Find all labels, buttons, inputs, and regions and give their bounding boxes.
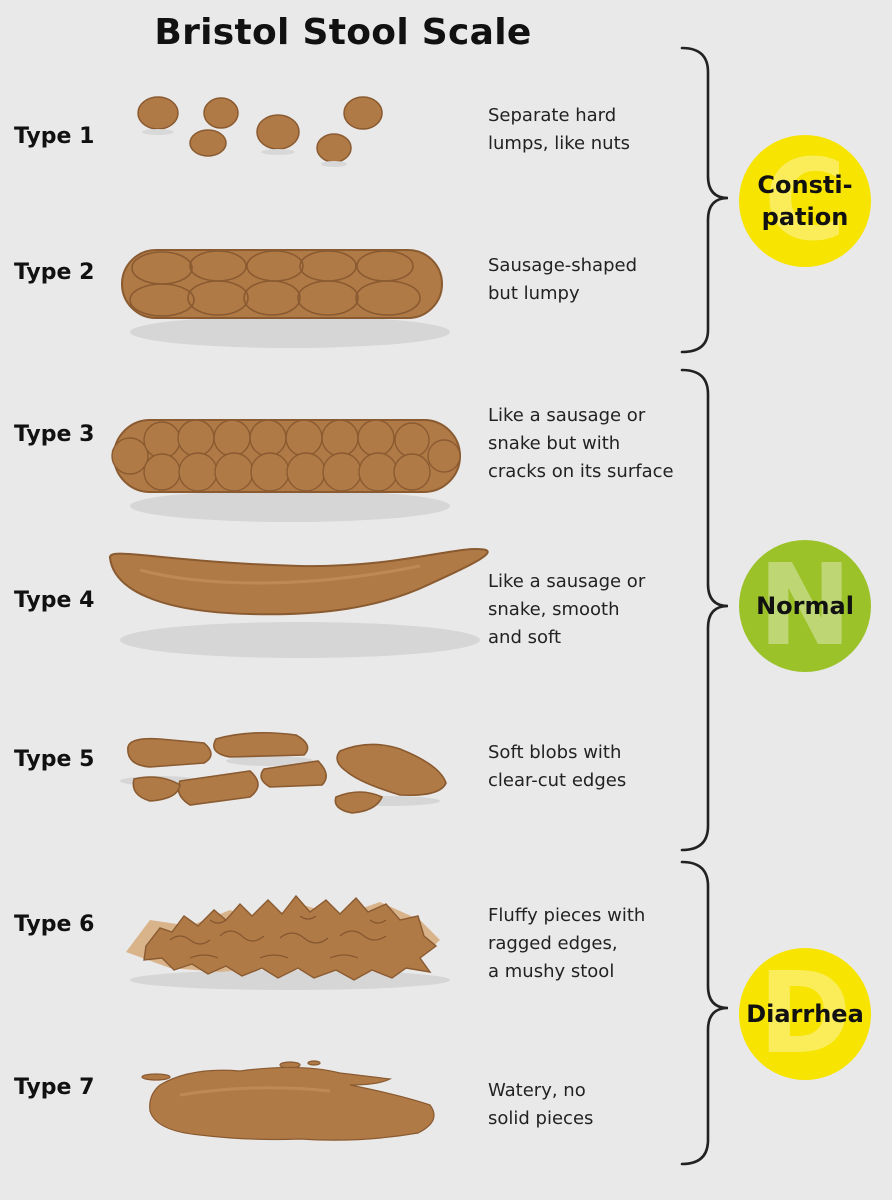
constipation-badge: C Consti- pation [739, 135, 871, 267]
type-label: Type 4 [14, 588, 95, 613]
type-7-illustration [141, 1060, 435, 1141]
badge-label: Consti- pation [757, 171, 853, 231]
type-description: Sausage-shaped but lumpy [488, 255, 638, 304]
type-7-row: Type 7 Watery, no solid pieces [0, 1055, 700, 1155]
type-label: Type 1 [14, 124, 95, 149]
type-4-illustration [109, 548, 489, 658]
type-description: Separate hard lumps, like nuts [488, 105, 631, 154]
badge-letter: D [758, 949, 852, 1079]
type-6-illustration [126, 894, 450, 990]
type-label: Type 6 [14, 912, 95, 937]
type-5-illustration [120, 731, 447, 814]
page-title: Bristol Stool Scale [154, 12, 532, 53]
type-label: Type 7 [14, 1075, 95, 1100]
type-2-row: Type 2 Sausage-shaped but lumpy [0, 240, 700, 360]
type-label: Type 3 [14, 422, 95, 447]
type-3-illustration [111, 419, 461, 522]
constipation-bracket [680, 46, 729, 354]
normal-bracket [680, 368, 729, 852]
type-description: Soft blobs with clear-cut edges [488, 742, 627, 791]
diarrhea-badge: D Diarrhea [739, 948, 871, 1080]
type-6-row: Type 6 Fluffy pieces with ragged edges, … [0, 880, 700, 990]
type-description: Like a sausage or snake but with cracks … [488, 405, 674, 482]
type-5-row: Type 5 Soft blobs with clear-cut edges [0, 725, 700, 825]
normal-badge: N Normal [739, 540, 871, 672]
badge-label: Normal [756, 592, 854, 620]
type-description: Fluffy pieces with ragged edges, a mushy… [488, 905, 646, 982]
badge-label: Diarrhea [746, 1000, 864, 1028]
type-label: Type 5 [14, 747, 95, 772]
type-3-row: Type 3 Like a sausage or snake but with … [0, 400, 700, 530]
badge-letter: N [758, 541, 852, 671]
type-2-illustration [121, 249, 450, 348]
type-4-row: Type 4 Like a sausage or snake, smooth a… [0, 540, 700, 670]
diarrhea-bracket [680, 860, 729, 1166]
type-1-illustration [137, 96, 383, 167]
type-label: Type 2 [14, 260, 95, 285]
category-brackets [680, 46, 729, 1166]
type-description: Like a sausage or snake, smooth and soft [488, 571, 646, 648]
badge-letter: C [763, 136, 847, 266]
type-description: Watery, no solid pieces [488, 1080, 594, 1129]
type-1-row: Type 1 Separate hard lumps, like nuts [0, 90, 700, 180]
